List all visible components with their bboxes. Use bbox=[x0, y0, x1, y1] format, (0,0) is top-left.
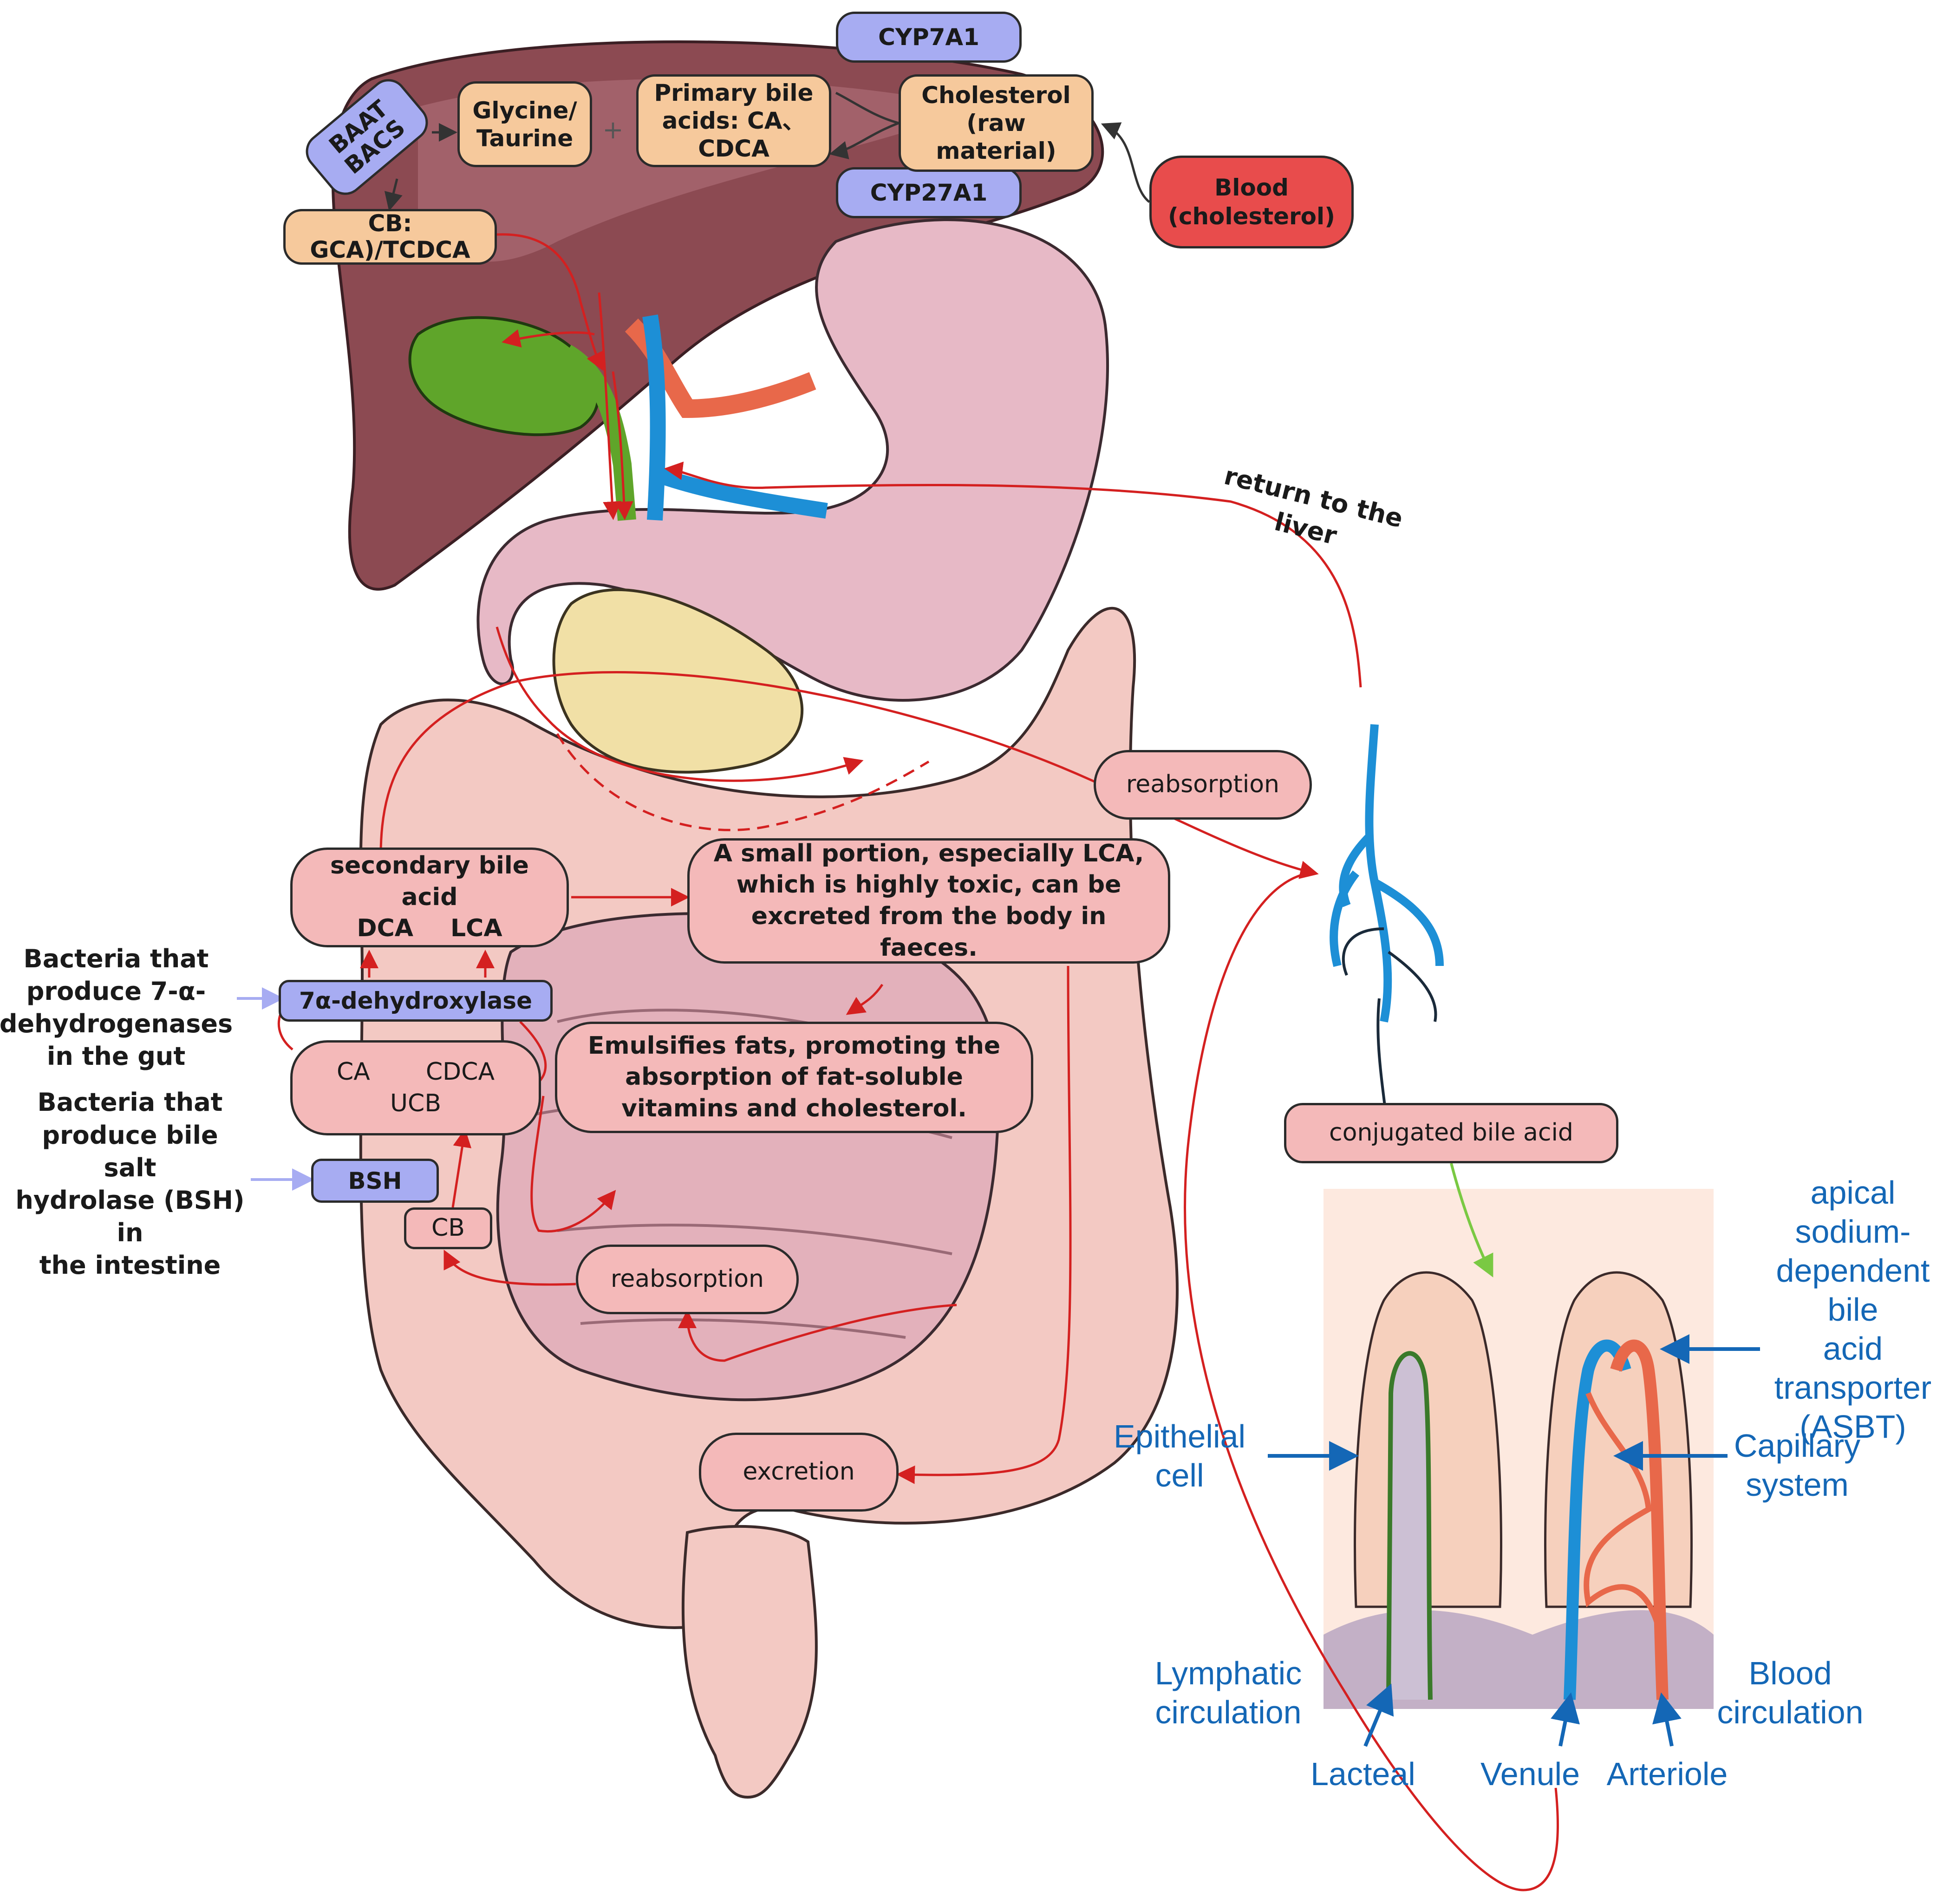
arrow-return-to-liver bbox=[664, 461, 1362, 688]
epithelial-cell-label: Epithelial cell bbox=[1113, 1418, 1246, 1493]
cyp7a1-enzyme: CYP7A1 bbox=[836, 12, 1022, 63]
pointer-arteriole bbox=[1652, 1692, 1682, 1747]
cdca-label: CDCA bbox=[425, 1057, 495, 1086]
arrow-conjugated-to-villus bbox=[1450, 1163, 1493, 1278]
pancreas bbox=[552, 588, 803, 774]
blood-cholesterol-node: Blood(cholesterol) bbox=[1149, 156, 1354, 248]
cb-node: CB bbox=[404, 1207, 492, 1249]
pointer-venule bbox=[1551, 1692, 1580, 1747]
lca-label: LCA bbox=[450, 914, 502, 943]
arrow-baat-to-cb bbox=[384, 178, 403, 211]
plus-sign: + bbox=[602, 115, 624, 144]
arrow-note-to-emulsify bbox=[846, 984, 884, 1015]
reabsorption-upper-node: reabsorption bbox=[1094, 750, 1312, 820]
lca-excretion-note: A small portion, especially LCA,which is… bbox=[687, 838, 1170, 964]
arrow-gallbladder-fill bbox=[502, 329, 595, 348]
venule-label: Venule bbox=[1480, 1756, 1580, 1792]
stomach bbox=[476, 218, 1109, 702]
conjugated-bile-cb-node: CB:GCA)/TCDCA bbox=[283, 209, 497, 265]
rectum bbox=[681, 1525, 818, 1799]
glycine-taurine-node: Glycine/Taurine bbox=[457, 81, 592, 167]
excretion-node: excretion bbox=[699, 1433, 899, 1512]
ucb-label: UCB bbox=[390, 1089, 442, 1117]
arrow-ucb-loop bbox=[530, 1095, 616, 1232]
arrow-cb-to-gallbladder bbox=[496, 233, 604, 371]
dca-label: DCA bbox=[357, 914, 414, 943]
arrow-duct-down-1 bbox=[598, 292, 622, 520]
lymphatic-vessel bbox=[1330, 724, 1444, 1023]
pointer-lacteal bbox=[1363, 1683, 1394, 1747]
arrow-ileum-to-reabsorption bbox=[678, 1304, 957, 1362]
gallbladder bbox=[408, 316, 600, 437]
arrow-colon-loop bbox=[1184, 872, 1559, 1891]
arrow-duodenum-dashed bbox=[556, 733, 930, 831]
primary-unconjugated-node: CA CDCA UCB bbox=[290, 1040, 541, 1135]
cyp27a1-enzyme: CYP27A1 bbox=[836, 167, 1022, 218]
conjugated-bile-acid-node: conjugated bile acid bbox=[1284, 1103, 1618, 1163]
arrow-cdca-to-dehydroxylase bbox=[519, 1021, 547, 1083]
reabsorption-lower-node: reabsorption bbox=[576, 1245, 799, 1314]
dehydroxylase-enzyme: 7α-dehydroxylase bbox=[279, 980, 553, 1022]
arrow-duct-down-2 bbox=[612, 371, 633, 520]
venule bbox=[1564, 1339, 1631, 1700]
arteriole bbox=[1610, 1339, 1669, 1700]
bile-duct bbox=[561, 345, 636, 521]
small-intestine bbox=[496, 912, 1000, 1402]
arrow-cholesterol-to-primary bbox=[834, 91, 899, 153]
portal-vein bbox=[642, 314, 828, 521]
arrow-cb-to-ucb bbox=[451, 1128, 472, 1208]
arrow-to-lymph bbox=[379, 671, 1319, 879]
lacteal-label: Lacteal bbox=[1311, 1756, 1415, 1792]
lacteal bbox=[1386, 1351, 1433, 1700]
arteriole-label: Arteriole bbox=[1606, 1756, 1728, 1792]
arrow-reabsorption-to-cb bbox=[443, 1250, 576, 1286]
arrow-note-to-excretion bbox=[896, 965, 1072, 1484]
arrow-into-duodenum bbox=[496, 626, 864, 782]
ca-label: CA bbox=[336, 1057, 370, 1086]
bsh-enzyme: BSH bbox=[311, 1159, 439, 1203]
arrow-blood-to-cholesterol bbox=[1101, 122, 1150, 203]
